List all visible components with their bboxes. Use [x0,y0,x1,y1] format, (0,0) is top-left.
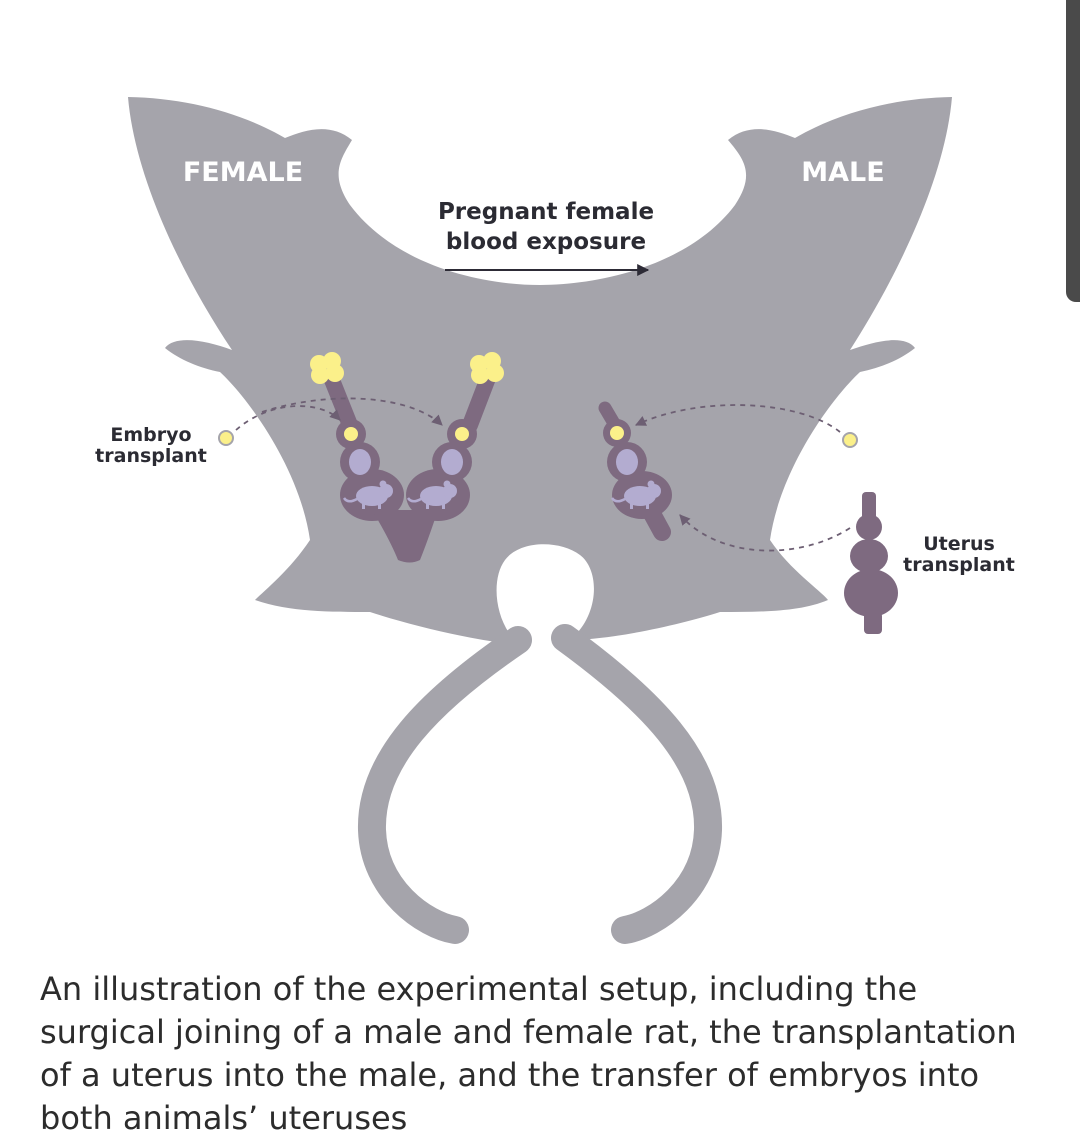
ovary-icon [310,352,344,384]
female-label: FEMALE [183,157,303,188]
embryo-transplant-label-line2: transplant [95,445,207,467]
blood-exposure-label-line1: Pregnant female [438,199,654,225]
fetus-icon [616,449,638,475]
blood-exposure-label-line2: blood exposure [446,229,646,255]
uterus-transplant-label-line2: transplant [903,554,1015,576]
figure-caption: An illustration of the experimental setu… [40,970,1017,1137]
ovary-icons [310,352,504,384]
donor-embryo-icon [218,430,234,446]
uterus-transplant-label-line1: Uterus [923,533,995,555]
parabiosis-diagram: FEMALE MALE Pregnant female blood exposu… [95,97,1015,944]
embryo-transplant-label-line1: Embryo [110,424,191,446]
donor-uterus [844,492,898,634]
ovary-icon [470,352,504,384]
rat-bodies [128,97,952,944]
embryo-icon [610,426,624,440]
fetus-icon [349,449,371,475]
embryo-icon [455,427,469,441]
fetus-icon [441,449,463,475]
scrollbar[interactable] [1066,0,1080,302]
donor-embryo-icon [842,432,858,448]
transfer-arrows [235,397,851,552]
male-transplanted-uterus [598,401,672,541]
female-uterus [324,370,496,563]
male-label: MALE [801,157,884,188]
embryo-icon [344,427,358,441]
